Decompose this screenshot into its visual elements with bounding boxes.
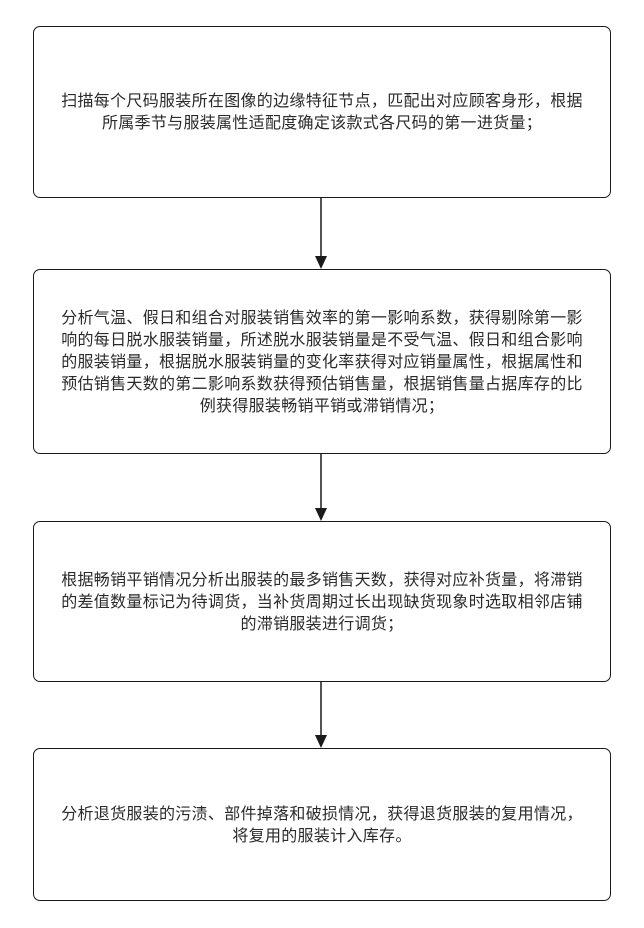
arrow-2-to-3	[315, 454, 327, 521]
arrow-3-to-4	[315, 682, 327, 748]
arrow-1-to-2	[315, 198, 327, 269]
